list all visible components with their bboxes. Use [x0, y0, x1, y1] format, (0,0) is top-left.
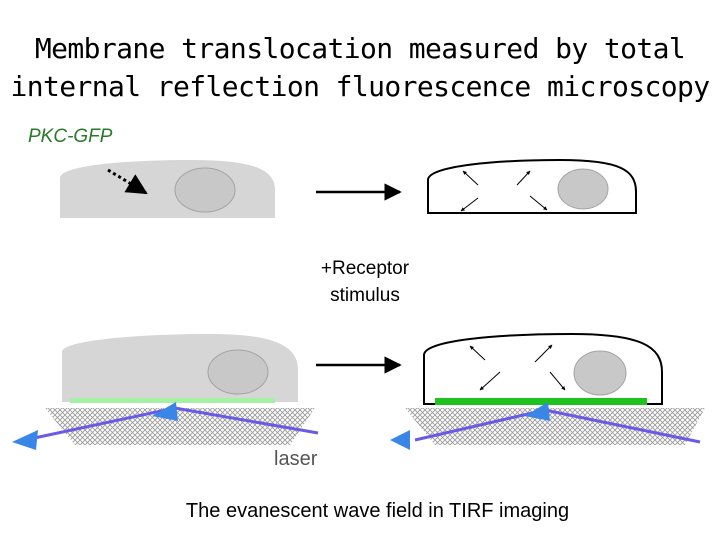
translocation-arrows-bottom	[469, 344, 566, 391]
receptor-stimulus-label: +Receptor stimulus	[290, 255, 440, 309]
slide-title: Membrane translocation measured by total…	[0, 30, 720, 106]
title-line-1: Membrane translocation measured by total	[34, 32, 686, 65]
laser-arrowhead-left	[12, 430, 38, 450]
stimulus-line-2: stimulus	[330, 285, 400, 306]
glass-prism-right	[405, 408, 705, 445]
laser-reflection-arrowhead-right	[525, 402, 550, 421]
translocation-arrows-top	[460, 170, 548, 212]
resting-cell	[60, 160, 275, 218]
resting-cell-nucleus	[174, 167, 236, 213]
dim-fluorescence-band	[70, 398, 275, 403]
pkc-gfp-label: PKC-GFP	[28, 126, 113, 147]
stimulated-cell-nucleus	[557, 168, 609, 210]
pkc-gfp-pointer	[107, 168, 148, 195]
tirf-resting-nucleus	[207, 349, 269, 395]
title-line-2: internal reflection fluorescence microsc…	[10, 70, 710, 103]
figure-caption: The evanescent wave field in TIRF imagin…	[185, 500, 570, 522]
laser-arrowhead-right	[390, 430, 410, 450]
stimulus-line-1: +Receptor	[320, 258, 410, 279]
tirf-stimulated-cell	[423, 332, 663, 405]
glass-prism-left	[45, 408, 315, 445]
laser-label: laser	[274, 448, 318, 470]
bright-fluorescence-band	[435, 398, 647, 405]
laser-reflection-arrowhead-left	[152, 402, 178, 421]
tirf-stimulated-nucleus	[573, 350, 627, 396]
